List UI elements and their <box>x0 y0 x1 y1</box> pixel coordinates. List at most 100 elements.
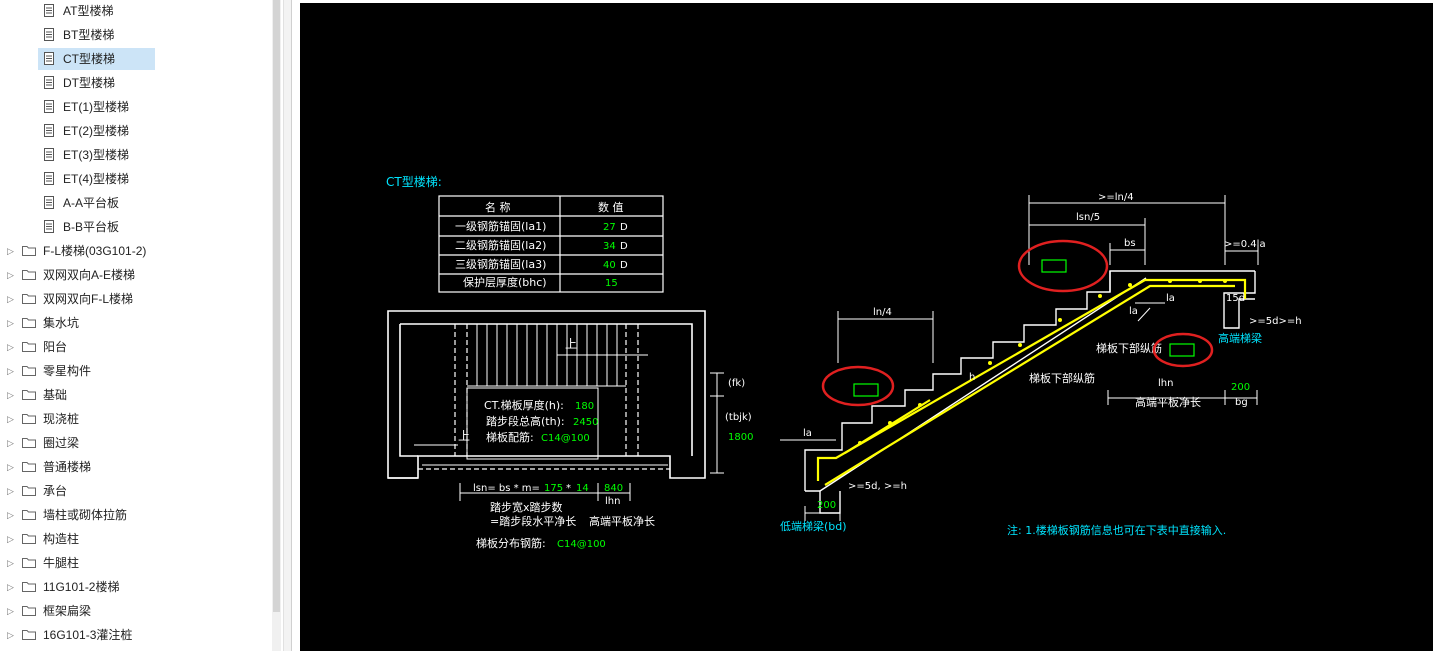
lsn-formula: lsn= bs * m= <box>473 483 540 494</box>
tree-leaf-et1[interactable]: ET(1)型楼梯 <box>38 96 238 118</box>
bg-value[interactable]: 200 <box>1231 382 1250 393</box>
rebar-value[interactable]: C14@100 <box>541 433 590 444</box>
tree-folder[interactable]: ▷ 集水坑 <box>0 312 270 334</box>
folder-icon <box>22 486 36 496</box>
section-dimensions <box>780 195 1259 521</box>
tree-folder-label: 圈过梁 <box>43 436 80 450</box>
tree-folder[interactable]: ▷ 普通楼梯 <box>0 456 270 478</box>
tree-folder[interactable]: ▷ 现浇桩 <box>0 408 270 430</box>
table-row-name: 三级钢筋锚固(la3) <box>455 257 546 271</box>
tree-leaf-ct[interactable]: CT型楼梯 <box>38 48 238 70</box>
tree-folder[interactable]: ▷ 双网双向F-L楼梯 <box>0 288 270 310</box>
chevron-right-icon[interactable]: ▷ <box>7 342 14 352</box>
tree-scrollbar[interactable] <box>272 0 281 651</box>
tree-leaf-at[interactable]: AT型楼梯 <box>38 0 238 22</box>
dist-rebar-value[interactable]: C14@100 <box>557 539 606 550</box>
m-value[interactable]: 14 <box>576 483 589 494</box>
tree-folder[interactable]: ▷ 墙柱或砌体拉筋 <box>0 504 270 526</box>
fk-label: (fk) <box>728 378 745 389</box>
tree-folder[interactable]: ▷ F-L楼梯(03G101-2) <box>0 240 270 262</box>
chevron-right-icon[interactable]: ▷ <box>7 414 14 424</box>
folder-icon <box>22 606 36 616</box>
tree-folder[interactable]: ▷ 承台 <box>0 480 270 502</box>
panel-splitter[interactable] <box>283 0 292 651</box>
tree-folder-label: 现浇桩 <box>43 412 80 426</box>
tree-folder[interactable]: ▷ 基础 <box>0 384 270 406</box>
tree-folder-label: 集水坑 <box>43 316 80 330</box>
section-note: 注: 1.楼梯板钢筋信息也可在下表中直接输入. <box>1007 523 1226 537</box>
folder-icon <box>22 558 36 568</box>
drawing-title: CT型楼梯: <box>386 174 442 189</box>
chevron-right-icon[interactable]: ▷ <box>7 318 14 328</box>
tree-folder-label: 双网双向F-L楼梯 <box>43 292 134 306</box>
chevron-right-icon[interactable]: ▷ <box>7 534 14 544</box>
dim-h: h <box>969 372 975 383</box>
chevron-right-icon[interactable]: ▷ <box>7 558 14 568</box>
tree-folder[interactable]: ▷ 框架扁梁 <box>0 600 270 622</box>
rebar-dots <box>858 279 1227 445</box>
dim-la-left: la <box>803 428 812 439</box>
plan-right-dimensions <box>710 372 724 474</box>
tree-scroll-thumb[interactable] <box>273 0 280 612</box>
lhn-value[interactable]: 840 <box>604 483 623 494</box>
tree-leaf-dt[interactable]: DT型楼梯 <box>38 72 238 94</box>
chevron-right-icon[interactable]: ▷ <box>7 246 14 256</box>
table-row-value[interactable]: 40 <box>603 260 616 271</box>
bottom-rebar-lower-label: 梯板下部纵筋 <box>1029 371 1095 385</box>
tree-leaf-label: CT型楼梯 <box>63 52 115 66</box>
low-beam-value[interactable]: 200 <box>817 500 836 511</box>
tree-folder[interactable]: ▷ 零星构件 <box>0 360 270 382</box>
tree-folder-label: 基础 <box>43 388 68 402</box>
high-flat-label: 高端平板净长 <box>1135 395 1201 409</box>
input-box-low-beam[interactable] <box>853 383 879 397</box>
cad-canvas[interactable]: CT型楼梯: 名 称 数 值 一级钢筋锚固(la1) 27 D 二级钢筋锚固(l… <box>300 3 1433 651</box>
chevron-right-icon[interactable]: ▷ <box>7 294 14 304</box>
chevron-right-icon[interactable]: ▷ <box>7 510 14 520</box>
chevron-right-icon[interactable]: ▷ <box>7 630 14 640</box>
chevron-right-icon[interactable]: ▷ <box>7 390 14 400</box>
tree-folder[interactable]: ▷ 构造柱 <box>0 528 270 550</box>
tree-folder[interactable]: ▷ 牛腿柱 <box>0 552 270 574</box>
input-box-bottom-rebar[interactable] <box>1169 343 1195 357</box>
tree-leaf-et2[interactable]: ET(2)型楼梯 <box>38 120 238 142</box>
bs-value[interactable]: 175 <box>544 483 563 494</box>
chevron-right-icon[interactable]: ▷ <box>7 462 14 472</box>
chevron-right-icon[interactable]: ▷ <box>7 438 14 448</box>
dim-la-top: la <box>1166 293 1175 304</box>
plan-note-line2b: 高端平板净长 <box>589 514 655 528</box>
height-value[interactable]: 2450 <box>573 417 598 428</box>
high-beam-label: 高端梯梁 <box>1218 331 1262 345</box>
dim-ge04la: >=0.4la <box>1224 239 1266 250</box>
document-icon <box>44 172 54 185</box>
document-icon <box>44 76 54 89</box>
chevron-right-icon[interactable]: ▷ <box>7 270 14 280</box>
table-row-value[interactable]: 27 <box>603 222 616 233</box>
tree-folder-label: 构造柱 <box>43 532 80 546</box>
table-row-value[interactable]: 15 <box>605 278 618 289</box>
plan-up-label: 上 <box>565 337 577 351</box>
thickness-value[interactable]: 180 <box>575 401 594 412</box>
tree-folder-label: 承台 <box>43 484 68 498</box>
input-box-high-beam-top[interactable] <box>1041 259 1067 273</box>
table-header-value: 数 值 <box>598 201 624 214</box>
chevron-right-icon[interactable]: ▷ <box>7 606 14 616</box>
chevron-right-icon[interactable]: ▷ <box>7 366 14 376</box>
chevron-right-icon[interactable]: ▷ <box>7 582 14 592</box>
tree-leaf-et3[interactable]: ET(3)型楼梯 <box>38 144 238 166</box>
tree-folder[interactable]: ▷ 11G101-2楼梯 <box>0 576 270 598</box>
tree-folder-label: 11G101-2楼梯 <box>43 580 120 594</box>
tbjk-value[interactable]: 1800 <box>728 432 753 443</box>
table-row-value[interactable]: 34 <box>603 241 616 252</box>
tree-leaf-bb[interactable]: B-B平台板 <box>38 216 238 238</box>
folder-icon <box>22 534 36 544</box>
tree-folder[interactable]: ▷ 阳台 <box>0 336 270 358</box>
tree-folder[interactable]: ▷ 圈过梁 <box>0 432 270 454</box>
tree-leaf-aa[interactable]: A-A平台板 <box>38 192 238 214</box>
tree-leaf-bt[interactable]: BT型楼梯 <box>38 24 238 46</box>
tree-folder[interactable]: ▷ 16G101-3灌注桩 <box>0 624 270 646</box>
tree-folder[interactable]: ▷ 双网双向A-E楼梯 <box>0 264 270 286</box>
chevron-right-icon[interactable]: ▷ <box>7 486 14 496</box>
plan-dashed-lines <box>418 324 670 470</box>
tree-leaf-et4[interactable]: ET(4)型楼梯 <box>38 168 238 190</box>
tree-folder-label: 零星构件 <box>43 364 92 378</box>
